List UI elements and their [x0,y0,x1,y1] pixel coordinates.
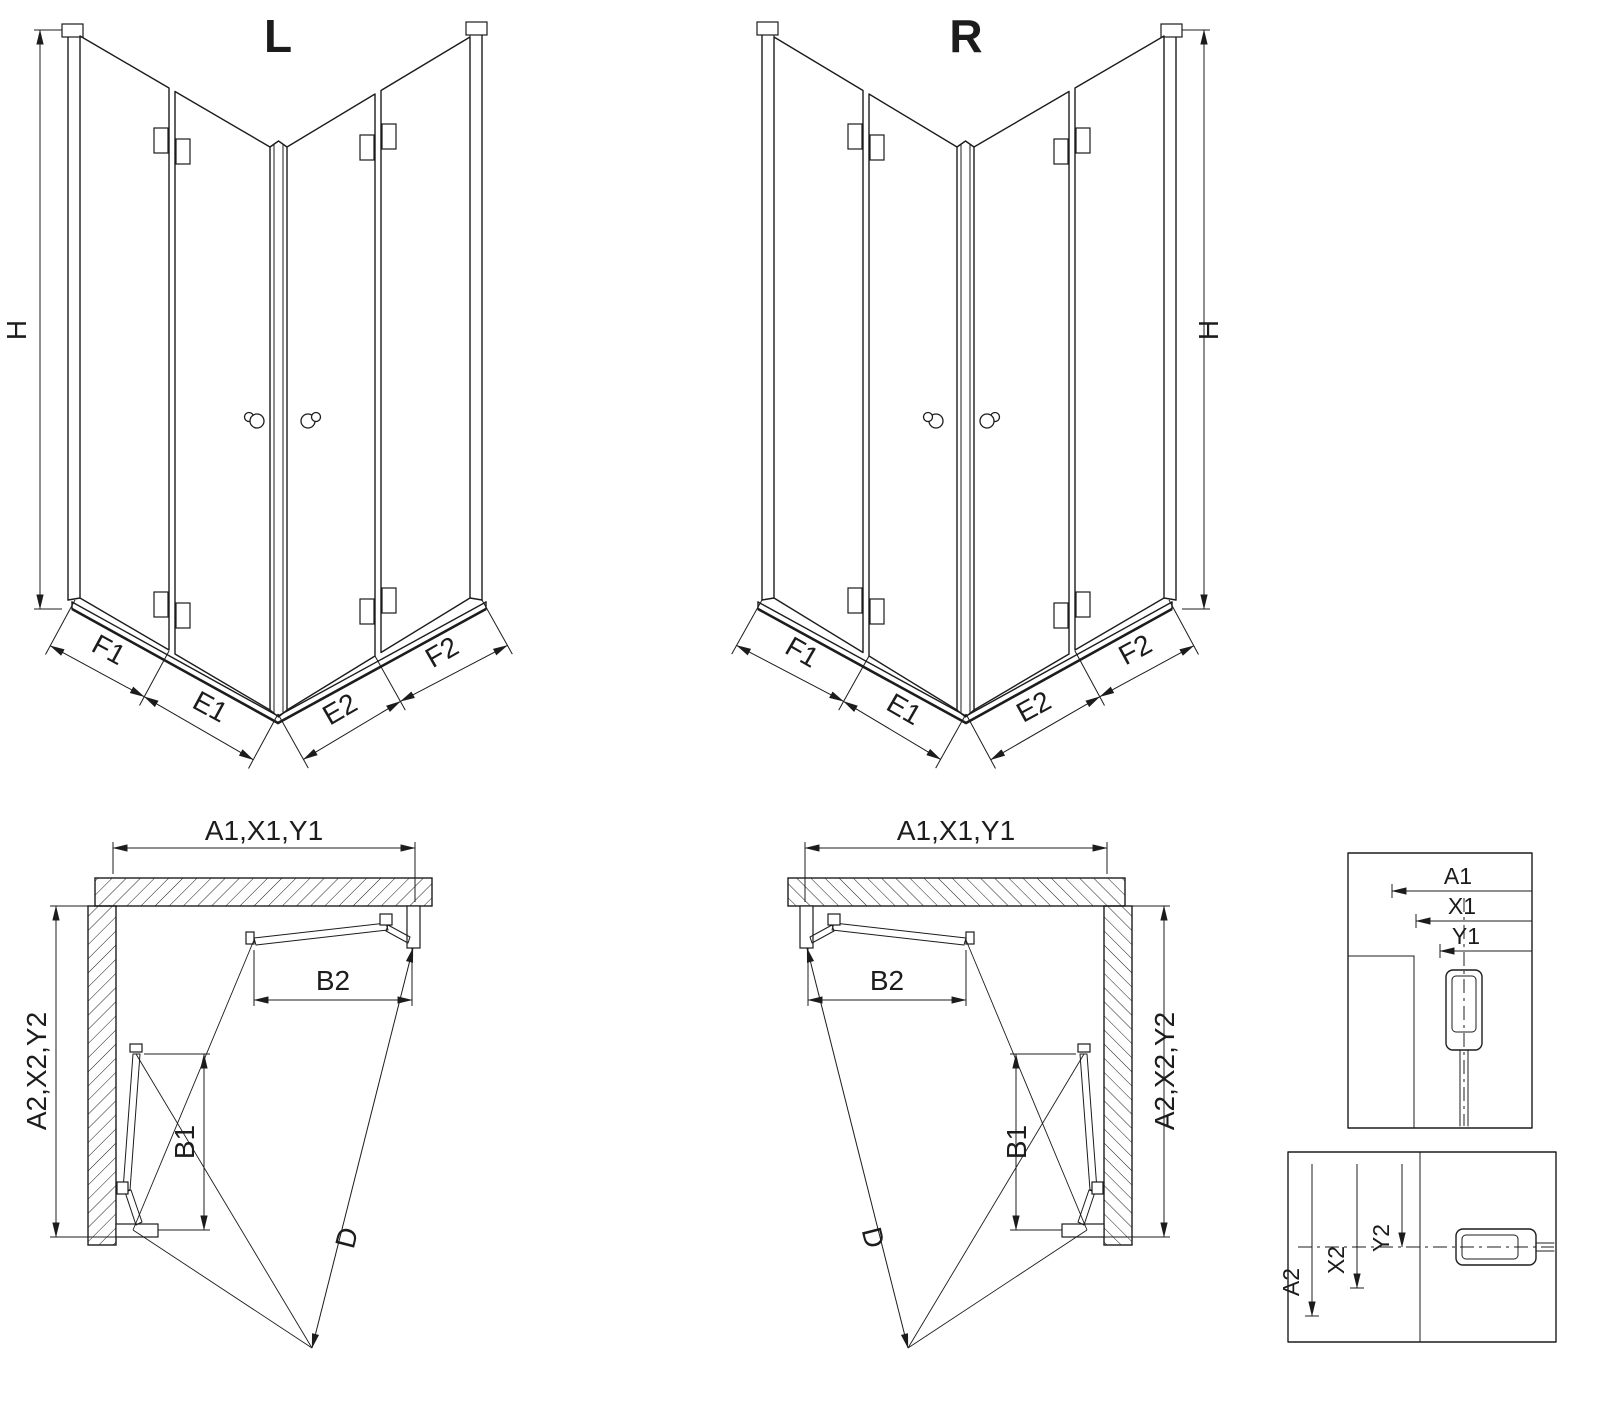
plan-left-top-dim-label: A1,X1,Y1 [205,815,323,846]
dim-label-f2-right: F2 [1113,628,1157,671]
dim-label-e1-right: E1 [882,687,927,731]
dim-label-e2-left: E2 [317,687,362,731]
plan-left-b1-label: B1 [169,1125,200,1159]
dim-label-h-left: H [1,320,32,340]
plan-left-side-dim-label: A2,X2,Y2 [21,1012,52,1130]
view-right-title: R [949,10,982,62]
dim-label-e2-right: E2 [1011,685,1056,729]
plan-view-left [50,842,432,1348]
detail-inset-top [1347,852,1533,1129]
detail-bottom-a2-label: A2 [1278,1268,1304,1296]
detail-top-x1-label: X1 [1448,893,1476,919]
view-left-title: L [264,10,292,62]
dim-label-f1-right: F1 [780,630,824,673]
plan-right-b1-label: B1 [1001,1125,1032,1159]
detail-inset-bottom [1287,1151,1557,1343]
dim-label-e1-left: E1 [188,685,233,729]
plan-right-top-dim-label: A1,X1,Y1 [897,815,1015,846]
detail-top-a1-label: A1 [1444,863,1472,889]
detail-top-y1-label: Y1 [1452,923,1480,949]
plan-right-d-label: D [856,1224,891,1251]
dim-label-f1-left: F1 [87,628,131,671]
plan-view-right [788,842,1170,1348]
plan-left-b2-label: B2 [316,965,350,996]
detail-bottom-x2-label: X2 [1323,1246,1349,1274]
plan-right-side-dim-label: A2,X2,Y2 [1149,1012,1180,1130]
plan-left-d-label: D [329,1224,364,1251]
detail-bottom-y2-label: Y2 [1368,1224,1394,1252]
dim-label-f2-left: F2 [420,630,464,673]
dim-label-h-right: H [1193,320,1224,340]
plan-right-b2-label: B2 [870,965,904,996]
